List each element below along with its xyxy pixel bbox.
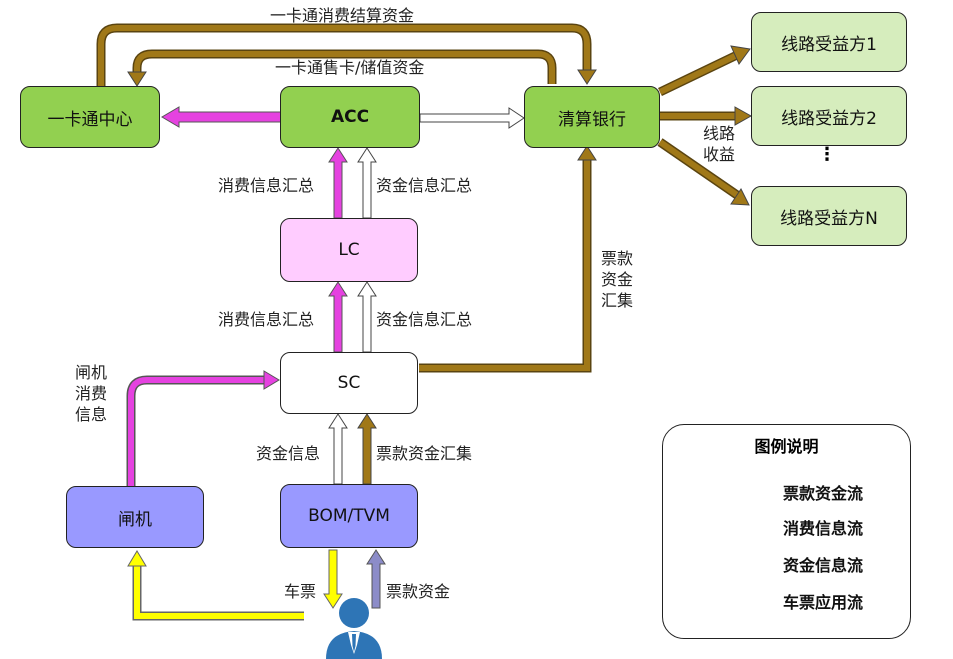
arrow-passenger-to-bom-money bbox=[366, 549, 386, 609]
node-gate-label: 闸机 bbox=[118, 509, 152, 530]
legend-item-consumption-flow: 消费信息流 bbox=[783, 519, 864, 538]
node-clearing-bank: 清算银行 bbox=[524, 86, 660, 148]
node-clearing-bank-label: 清算银行 bbox=[558, 109, 626, 130]
label-gate-consumption-line-2: 消费 bbox=[74, 384, 107, 403]
legend-title: 图例说明 bbox=[754, 437, 819, 456]
legend-box: 图例说明 票款资金流 消费信息流 资金信息流 车票应用流 bbox=[662, 424, 911, 639]
label-fund-summary-mid: 资金信息汇总 bbox=[376, 310, 473, 329]
passenger-icon bbox=[326, 598, 382, 659]
arrow-passenger-to-gate bbox=[132, 564, 304, 621]
label-card-consumption-settlement: 一卡通消费结算资金 bbox=[270, 6, 415, 25]
label-card-sale-recharge: 一卡通售卡/储值资金 bbox=[275, 58, 425, 77]
arrow-acc-to-bank bbox=[419, 107, 525, 129]
label-fund-summary-top: 资金信息汇总 bbox=[376, 176, 473, 195]
arrow-lc-to-acc-fund bbox=[357, 147, 377, 219]
node-lc: LC bbox=[280, 218, 418, 282]
node-acc: ACC bbox=[280, 86, 420, 148]
node-acc-label: ACC bbox=[330, 107, 370, 127]
arrow-sc-to-bank-head bbox=[577, 145, 597, 161]
arrow-gate-to-sc-head bbox=[263, 370, 280, 390]
node-beneficiary-n-label: 线路受益方N bbox=[780, 208, 878, 229]
legend-item-ticket-flow: 车票应用流 bbox=[783, 593, 864, 612]
label-fund-info: 资金信息 bbox=[256, 444, 321, 463]
node-lc-label: LC bbox=[338, 240, 360, 260]
label-ticket-fund-vertical: 票款 资金 汇集 bbox=[600, 248, 634, 311]
node-beneficiary-1-label: 线路受益方1 bbox=[781, 34, 877, 55]
arrow-passenger-to-gate-head bbox=[127, 550, 147, 567]
label-ticket-fund-vertical-line-2: 资金 bbox=[600, 270, 633, 289]
label-ticket-fund-collect: 票款资金汇集 bbox=[376, 444, 473, 463]
label-gate-consumption-line-3: 信息 bbox=[74, 405, 107, 424]
label-gate-consumption-line-1: 闸机 bbox=[74, 363, 107, 382]
node-beneficiary-2: 线路受益方2 bbox=[751, 86, 907, 146]
label-line-revenue: 线路 收益 bbox=[702, 123, 736, 165]
label-ticket-fund-vertical-line-1: 票款 bbox=[600, 249, 633, 268]
arrow-to-beneficiary-n bbox=[730, 188, 750, 206]
label-ticket-fund-vertical-line-3: 汇集 bbox=[600, 291, 633, 310]
legend-item-fund-flow: 票款资金流 bbox=[783, 484, 864, 503]
node-bom-tvm-label: BOM/TVM bbox=[308, 506, 390, 526]
node-gate: 闸机 bbox=[66, 486, 204, 548]
arrow-sc-to-lc-consumption bbox=[328, 281, 348, 353]
node-beneficiary-n: 线路受益方N bbox=[751, 186, 907, 246]
label-line-revenue-line-2: 收益 bbox=[702, 145, 735, 164]
node-beneficiary-2-label: 线路受益方2 bbox=[781, 108, 877, 129]
node-bom-tvm: BOM/TVM bbox=[280, 484, 418, 548]
label-ticket: 车票 bbox=[284, 582, 317, 601]
label-gate-consumption: 闸机 消费 信息 bbox=[74, 362, 108, 425]
label-consumption-summary-top: 消费信息汇总 bbox=[218, 176, 315, 195]
arrow-bom-to-passenger-ticket bbox=[323, 549, 343, 609]
arrow-lc-to-acc-consumption bbox=[328, 147, 348, 219]
arrow-sc-to-lc-fund bbox=[357, 281, 377, 353]
label-line-revenue-line-1: 线路 bbox=[702, 124, 735, 143]
arrow-gate-to-sc bbox=[126, 375, 266, 486]
arrow-card-settlement-head bbox=[577, 69, 597, 85]
node-beneficiary-1: 线路受益方1 bbox=[751, 12, 907, 72]
arrow-bom-to-sc-ticket-money bbox=[357, 413, 377, 485]
node-card-center: 一卡通中心 bbox=[20, 86, 160, 148]
node-card-center-label: 一卡通中心 bbox=[47, 109, 133, 130]
arrow-acc-to-center bbox=[161, 106, 282, 128]
arrow-to-beneficiary-1 bbox=[730, 45, 751, 65]
node-sc-label: SC bbox=[337, 373, 361, 393]
label-ticket-money: 票款资金 bbox=[386, 582, 451, 601]
arrow-bom-to-sc-fund bbox=[328, 413, 348, 485]
beneficiary-ellipsis: ⋮ bbox=[818, 144, 836, 165]
node-sc: SC bbox=[280, 352, 418, 414]
arrow-card-sale-head bbox=[127, 71, 147, 87]
arrow-to-beneficiary-2 bbox=[734, 106, 753, 126]
legend-item-fund-info-flow: 资金信息流 bbox=[783, 556, 864, 575]
label-consumption-summary-mid: 消费信息汇总 bbox=[218, 310, 315, 329]
